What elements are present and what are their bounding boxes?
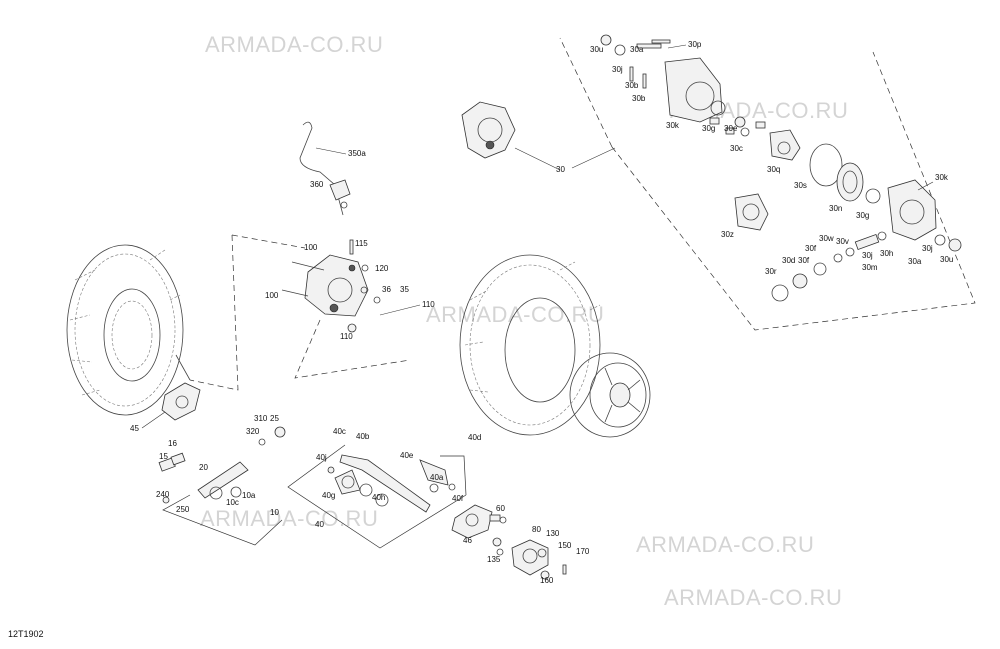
callout-30v: 30v [836, 237, 849, 246]
callout-310: 310 [254, 414, 268, 423]
callout-40j: 40j [316, 453, 327, 462]
callout-30k: 30k [666, 121, 680, 130]
watermark-text: ARMADA-CO.RU [664, 585, 842, 610]
callout-80: 80 [532, 525, 541, 534]
callout-25: 25 [270, 414, 279, 423]
callout-30k: 30k [935, 173, 949, 182]
callout-30r: 30r [765, 267, 777, 276]
callout-15: 15 [159, 452, 168, 461]
callout-250: 250 [176, 505, 190, 514]
hub-group: 46 60 80 130 135 150 160 170 [451, 504, 590, 585]
callout-40: 40 [315, 520, 324, 529]
rear-tire [459, 254, 601, 436]
callout-100: 100 [265, 291, 279, 300]
callout-30f: 30f [798, 256, 810, 265]
callout-30c: 30c [730, 144, 743, 153]
callout-40g: 40g [322, 491, 335, 500]
watermarks: ARMADA-CO.RU ARMADA-CO.RU ARMADA-CO.RU A… [200, 32, 848, 610]
callout-60: 60 [496, 504, 505, 513]
differential-assembly: 30 [461, 101, 616, 174]
callout-40b: 40b [356, 432, 370, 441]
callout-30: 30 [556, 165, 565, 174]
callout-40f: 40f [452, 494, 464, 503]
callout-130: 130 [546, 529, 560, 538]
callout-115: 115 [355, 239, 368, 248]
callout-45: 45 [130, 424, 139, 433]
callout-20: 20 [199, 463, 208, 472]
callout-30w: 30w [819, 234, 834, 243]
callout-10a: 10a [242, 491, 256, 500]
callout-350a: 350a [348, 149, 366, 158]
callout-16: 16 [168, 439, 177, 448]
drive-shaft-group: 16 15 20 10a 10c 10 240 250 [156, 439, 283, 546]
callout-40h: 40h [372, 493, 385, 502]
callout-30n: 30n [829, 204, 842, 213]
callout-30q: 30q [767, 165, 780, 174]
callout-30j: 30j [862, 251, 873, 260]
watermark-text: ARMADA-CO.RU [636, 532, 814, 557]
callout-30h: 30h [880, 249, 893, 258]
callout-10: 10 [270, 508, 279, 517]
callout-240: 240 [156, 490, 170, 499]
callout-46: 46 [463, 536, 472, 545]
callout-35: 35 [400, 285, 409, 294]
callout-30j: 30j [922, 244, 933, 253]
watermark-text: ARMADA-CO.RU [200, 506, 378, 531]
axle-shaft-group: 40c 40b 40j 40g 40h 40e 40d 40a 40f 40 [287, 427, 481, 549]
callout-360: 360 [310, 180, 324, 189]
diff-group-boundary [559, 37, 976, 331]
callout-10c: 10c [226, 498, 239, 507]
callout-320: 320 [246, 427, 260, 436]
callout-30g: 30g [702, 124, 715, 133]
knuckle: 45 [130, 354, 201, 433]
drive-group-boundary [189, 234, 411, 391]
callout-40d: 40d [468, 433, 481, 442]
callout-30p: 30p [688, 40, 702, 49]
gearbox-housing: 100 100 115 120 36 35 110 110 [265, 239, 435, 341]
callout-150: 150 [558, 541, 572, 550]
callout-110: 110 [340, 332, 353, 341]
callout-160: 160 [540, 576, 554, 585]
callout-30j: 30j [612, 65, 623, 74]
callout-100: 100 [304, 243, 318, 252]
callout-30b: 30b [625, 81, 639, 90]
seal-parts: 310 25 320 [246, 414, 286, 446]
breather-hose: 350a 360 [299, 121, 366, 216]
callout-30z: 30z [721, 230, 734, 239]
callout-40a: 40a [430, 473, 444, 482]
callout-30b: 30b [632, 94, 646, 103]
callout-135: 135 [487, 555, 501, 564]
callout-30d: 30d [782, 256, 795, 265]
wheel-rim [569, 352, 651, 438]
callout-40c: 40c [333, 427, 346, 436]
callout-30a: 30a [908, 257, 922, 266]
diagram-code: 12T1902 [8, 629, 44, 639]
watermark-text: ARMADA-CO.RU [426, 302, 604, 327]
callout-110: 110 [422, 300, 435, 309]
callout-30u: 30u [940, 255, 953, 264]
callout-30m: 30m [862, 263, 878, 272]
callout-30u: 30u [590, 45, 603, 54]
callout-30f: 30f [805, 244, 817, 253]
callout-30s: 30s [794, 181, 807, 190]
differential-parts [600, 34, 962, 302]
differential-callouts: 30u 30a 30p 30j 30b 30b 30k 30g 30e 30c … [590, 40, 953, 276]
callout-170: 170 [576, 547, 590, 556]
callout-36: 36 [382, 285, 391, 294]
watermark-text: ARMADA-CO.RU [205, 32, 383, 57]
callout-30a: 30a [630, 45, 644, 54]
callout-30g: 30g [856, 211, 869, 220]
left-wheel [66, 244, 184, 416]
callout-40e: 40e [400, 451, 414, 460]
callout-120: 120 [375, 264, 389, 273]
callout-30e: 30e [724, 124, 738, 133]
